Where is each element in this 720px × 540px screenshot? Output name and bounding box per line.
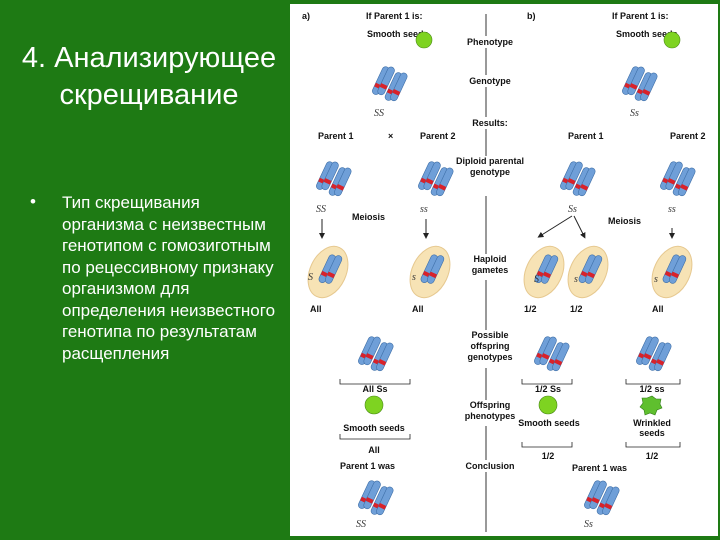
bracket-icon bbox=[521, 442, 573, 448]
center-diploid: Diploid parental genotype bbox=[456, 156, 524, 177]
panel-a-offspring-all: All Ss bbox=[362, 384, 387, 394]
chromosome-pair-icon bbox=[417, 159, 454, 199]
panel-b-gamete-label-3: s bbox=[654, 274, 658, 285]
chromosome-pair-icon bbox=[635, 334, 672, 374]
panel-b-genotype: Ss bbox=[630, 108, 639, 119]
panel-b-gamete-label-1: S bbox=[534, 274, 539, 285]
panel-b-half-2: 1/2 bbox=[570, 304, 583, 314]
chromosome-pair-icon bbox=[357, 478, 394, 518]
wrinkled-pea-icon bbox=[639, 395, 663, 416]
panel-b-gamete-label-2: s bbox=[574, 274, 578, 285]
panel-a-genotype: SS bbox=[374, 108, 384, 119]
panel-b-pheno-2: 1/2 bbox=[646, 451, 659, 461]
chromosome-pair-icon bbox=[583, 478, 620, 518]
panel-a-p2-genotype: ss bbox=[420, 204, 428, 215]
bracket-icon bbox=[625, 442, 681, 448]
chromosome-pair-icon bbox=[357, 334, 394, 374]
panel-b-smooth-seeds: Smooth seeds bbox=[616, 29, 678, 39]
bullet-text: Тип скрещивания организма с неизвестным … bbox=[62, 193, 276, 363]
panel-b-p2-genotype: ss bbox=[668, 204, 676, 215]
panel-b-offspring-2: 1/2 ss bbox=[639, 384, 664, 394]
bracket-icon bbox=[339, 434, 411, 440]
smooth-pea-icon bbox=[364, 395, 384, 415]
panel-a-if-parent: If Parent 1 is: bbox=[366, 11, 423, 21]
panel-a-conclusion-prefix: Parent 1 was bbox=[340, 461, 395, 471]
panel-a-tag: a) bbox=[302, 11, 310, 21]
bracket-icon bbox=[339, 379, 411, 385]
panel-b-tag: b) bbox=[527, 11, 536, 21]
testcross-figure: a) If Parent 1 is: Smooth seeds SS Paren… bbox=[290, 4, 718, 536]
panel-a-cross: × bbox=[388, 131, 393, 141]
panel-a-conclusion-genotype: SS bbox=[356, 519, 366, 530]
center-conclusion: Conclusion bbox=[466, 461, 515, 471]
panel-b-conclusion-prefix: Parent 1 was bbox=[572, 463, 627, 473]
panel-a-all-2: All bbox=[412, 304, 424, 314]
panel-b-wrinkled-label: Wrinkled seeds bbox=[633, 418, 671, 438]
center-genotype: Genotype bbox=[469, 76, 511, 86]
panel-a-parent1: Parent 1 bbox=[318, 131, 354, 141]
panel-b-offspring-1: 1/2 Ss bbox=[535, 384, 561, 394]
smooth-pea-icon bbox=[415, 31, 433, 49]
slide-title: 4. Анализирующее скрещивание bbox=[21, 42, 277, 111]
arrow-icon bbox=[573, 215, 586, 239]
center-results: Results: bbox=[472, 118, 508, 128]
bracket-icon bbox=[625, 379, 681, 385]
smooth-pea-icon bbox=[538, 395, 558, 415]
bullet-marker: • bbox=[30, 192, 36, 211]
panel-b-smooth-label: Smooth seeds bbox=[518, 418, 580, 428]
panel-a-gamete-label-1: S bbox=[308, 272, 313, 283]
center-phenotype: Phenotype bbox=[467, 37, 513, 47]
panel-b-parent2: Parent 2 bbox=[670, 131, 706, 141]
panel-b-parent1: Parent 1 bbox=[568, 131, 604, 141]
chromosome-pair-icon bbox=[659, 159, 696, 199]
chromosome-pair-icon bbox=[315, 159, 352, 199]
chromosome-pair-icon bbox=[621, 64, 658, 104]
panel-b-conclusion-genotype: Ss bbox=[584, 519, 593, 530]
panel-b-pheno-1: 1/2 bbox=[542, 451, 555, 461]
panel-a-smooth-seeds: Smooth seeds bbox=[367, 29, 429, 39]
bracket-icon bbox=[521, 379, 573, 385]
chromosome-pair-icon bbox=[533, 334, 570, 374]
smooth-pea-icon bbox=[663, 31, 681, 49]
chromosome-pair-icon bbox=[371, 64, 408, 104]
panel-a-offspring-seed-label: Smooth seeds bbox=[343, 423, 405, 433]
panel-b-p1-genotype: Ss bbox=[568, 204, 577, 215]
chromosome-pair-icon bbox=[559, 159, 596, 199]
panel-b-if-parent: If Parent 1 is: bbox=[612, 11, 669, 21]
panel-a-meiosis: Meiosis bbox=[352, 212, 385, 222]
center-offspring-phen: Offspring phenotypes bbox=[464, 400, 516, 421]
center-haploid: Haploid gametes bbox=[471, 254, 509, 275]
panel-a-p1-genotype: SS bbox=[316, 204, 326, 215]
center-possible: Possible offspring genotypes bbox=[467, 330, 513, 362]
panel-a-gamete-label-2: s bbox=[412, 272, 416, 283]
panel-a-pheno-all: All bbox=[368, 445, 380, 455]
panel-a-all-1: All bbox=[310, 304, 322, 314]
arrow-icon bbox=[537, 215, 573, 238]
panel-a-parent2: Parent 2 bbox=[420, 131, 456, 141]
panel-b-meiosis: Meiosis bbox=[608, 216, 641, 226]
panel-b-all: All bbox=[652, 304, 664, 314]
panel-b-half-1: 1/2 bbox=[524, 304, 537, 314]
